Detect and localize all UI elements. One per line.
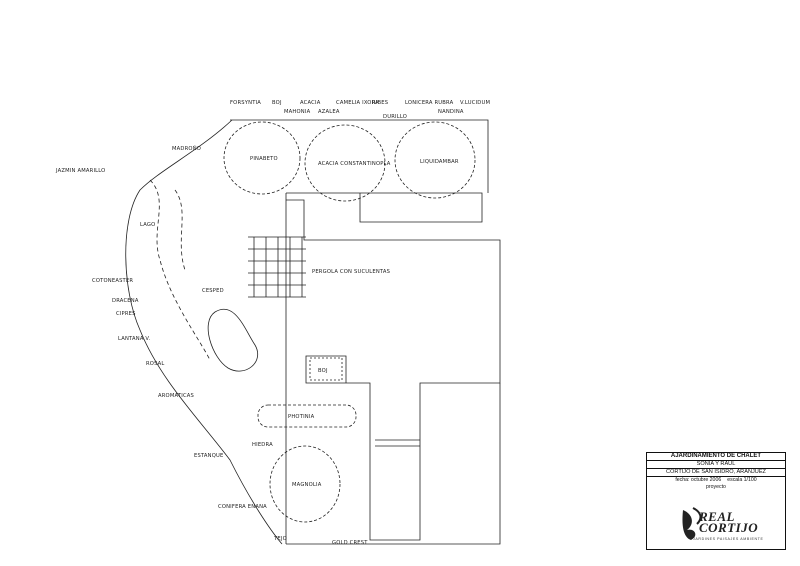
title-block-date: fecha: octubre 2006	[675, 477, 722, 483]
label-acacia-constantinopla: ACACIA CONSTANTINOPLA	[318, 161, 391, 167]
label-ribes: RIBES	[372, 100, 388, 106]
label-viburnum: V.LUCIDUM	[460, 100, 490, 106]
brand-line1: REAL	[699, 509, 735, 524]
house-outline	[285, 192, 501, 544]
pergola	[248, 236, 306, 298]
label-lago: LAGO	[140, 222, 155, 228]
label-acacia: ACACIA	[300, 100, 321, 106]
label-jazmin: JAZMIN AMARILLO	[55, 168, 105, 174]
label-hiedra: HIEDRA	[252, 442, 273, 448]
tree-magnolia	[269, 445, 341, 523]
pond	[207, 309, 258, 372]
label-boj: BOJ	[272, 100, 282, 106]
label-boj-pot: BOJ	[318, 368, 328, 374]
brand-logo-icon	[682, 507, 702, 540]
title-block-client: SONIA Y RAUL	[647, 461, 785, 469]
label-forsythia: FORSYNTIA	[230, 100, 261, 106]
label-rosal: ROSAL	[146, 361, 165, 367]
title-block-scale: escala 1/100	[727, 477, 757, 483]
label-pergola: PERGOLA CON SUCULENTAS	[312, 269, 390, 275]
boj-pot	[309, 357, 343, 381]
title-block-status: proyecto	[706, 484, 726, 490]
stream-stones	[149, 179, 211, 361]
label-conifera: CONIFERA ENANA	[218, 504, 267, 510]
label-lonicera-rubra: LONICERA RUBRA	[405, 100, 454, 106]
label-camelia-ixora: CAMELIA IXORA	[336, 100, 379, 106]
label-magnolia: MAGNOLIA	[292, 482, 322, 488]
brand-line2: CORTIJO	[699, 520, 759, 535]
plot-boundary	[230, 119, 501, 545]
label-gold-crest: GOLD CREST	[332, 540, 368, 546]
label-dracena: DRACENA	[112, 298, 139, 304]
title-block-location: CORTIJO DE SAN ISIDRO, ARANJUEZ	[647, 469, 785, 477]
label-durillo: DURILLO	[383, 114, 407, 120]
steps	[375, 439, 420, 447]
label-pinabeto: PINABETO	[250, 156, 278, 162]
label-cotoneaster: COTONEASTER	[92, 278, 133, 284]
brand-name: REAL CORTIJO	[699, 509, 759, 535]
label-photinia: PHOTINIA	[288, 414, 315, 420]
tree-pinabeto	[223, 121, 301, 195]
label-cesped: CESPED	[202, 288, 224, 294]
label-azalea: AZALEA	[318, 109, 340, 115]
label-tejo: TEJO	[273, 536, 287, 542]
tree-liquidambar	[394, 121, 476, 199]
label-liquidambar: LIQUIDAMBAR	[420, 159, 459, 165]
label-estanque: ESTANQUE	[194, 453, 224, 459]
tree-acacia	[304, 124, 386, 202]
title-block-title: AJARDINAMIENTO DE CHALET	[647, 453, 785, 461]
garden-edge	[125, 119, 283, 545]
photinia-hedge	[257, 404, 357, 428]
title-block: AJARDINAMIENTO DE CHALET SONIA Y RAUL CO…	[646, 452, 786, 550]
label-cipres: CIPRES	[116, 311, 136, 317]
label-mahonia: MAHONIA	[284, 109, 311, 115]
title-block-meta: fecha: octubre 2006 escala 1/100	[647, 477, 785, 484]
label-nandina: NANDINA	[438, 109, 464, 115]
label-lantana: LANTANA V.	[118, 336, 151, 342]
label-aromaticas: AROMATICAS	[158, 393, 194, 399]
label-madrono: MADROÑO	[172, 145, 201, 152]
brand-tagline: JARDINES PAISAJES AMBIENTE	[693, 537, 764, 541]
